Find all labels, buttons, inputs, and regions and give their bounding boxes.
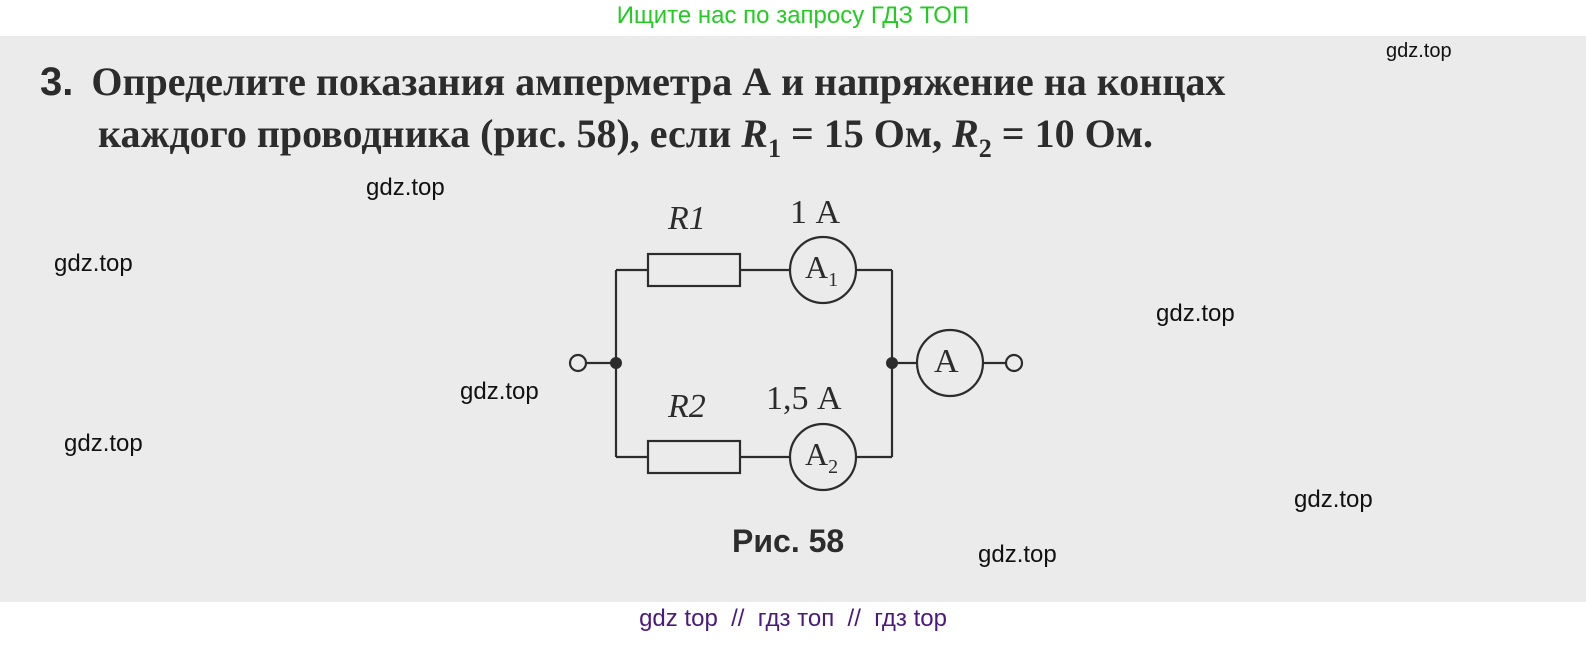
top-banner: Ищите нас по запросу ГДЗ ТОП bbox=[0, 0, 1586, 36]
top-banner-text: Ищите нас по запросу ГДЗ ТОП bbox=[616, 2, 970, 29]
task-line-2: каждого проводника (рис. 58), если R1 = … bbox=[40, 108, 1570, 175]
watermark: gdz.top bbox=[54, 250, 133, 277]
r1-subscript: 1 bbox=[767, 134, 781, 163]
a1-reading: 1 А bbox=[790, 194, 841, 231]
bottom-banner-text: gdz top // гдз топ // гдз top bbox=[639, 605, 947, 632]
task-3: 3. Определите показания амперметра А и на… bbox=[40, 56, 1570, 175]
a1-symbol: A1 bbox=[805, 249, 839, 291]
r2-label: R2 bbox=[668, 388, 706, 425]
watermark: gdz.top bbox=[978, 541, 1057, 568]
r2-symbol: R bbox=[952, 111, 979, 156]
task-text-line1: Определите показания амперметра А и напр… bbox=[91, 59, 1226, 104]
watermark: gdz.top bbox=[1294, 486, 1373, 513]
watermark: gdz.top bbox=[1156, 300, 1235, 327]
task-number: 3. bbox=[40, 60, 74, 104]
circuit-diagram bbox=[568, 235, 1024, 492]
resistor-r2-icon bbox=[646, 439, 742, 475]
r1-label: R1 bbox=[668, 200, 706, 237]
figure-caption: Рис. 58 bbox=[732, 523, 845, 559]
r1-value: = 15 Ом, bbox=[780, 111, 953, 156]
resistor-r1-icon bbox=[646, 252, 742, 288]
scanned-page: 3. Определите показания амперметра А и на… bbox=[0, 36, 1586, 602]
a2-reading: 1,5 А bbox=[766, 380, 842, 417]
task-text-line2: каждого проводника (рис. 58), если bbox=[98, 111, 742, 156]
r2-subscript: 2 bbox=[978, 134, 992, 163]
task-line-1: 3. Определите показания амперметра А и на… bbox=[40, 56, 1570, 108]
watermark: gdz.top bbox=[366, 174, 445, 201]
r1-symbol: R bbox=[741, 111, 768, 156]
a-main-symbol: A bbox=[934, 343, 959, 380]
watermark: gdz.top bbox=[460, 378, 539, 405]
a2-symbol: A2 bbox=[805, 436, 839, 478]
watermark: gdz.top bbox=[1386, 40, 1452, 62]
bottom-banner: gdz top // гдз топ // гдз top bbox=[0, 602, 1586, 646]
watermark: gdz.top bbox=[64, 430, 143, 457]
r2-value: = 10 Ом. bbox=[991, 111, 1153, 156]
